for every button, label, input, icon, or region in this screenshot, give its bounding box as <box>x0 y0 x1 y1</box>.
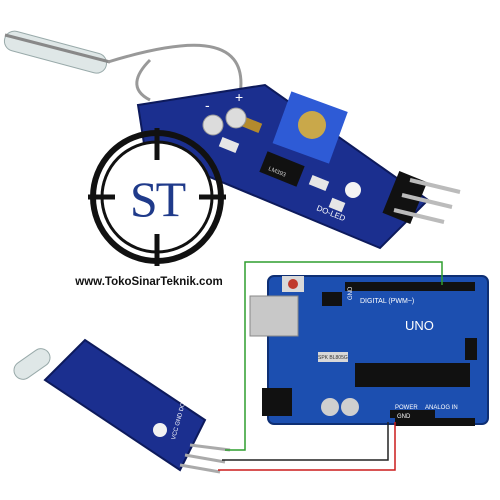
usb-port <box>249 295 299 337</box>
arduino-chip-label: SPK BL805G <box>318 355 348 361</box>
sensor-module-small <box>13 338 231 474</box>
sensor-module-top <box>136 83 461 250</box>
atmega-chip <box>355 363 470 387</box>
reed-switch-small <box>13 348 51 380</box>
module-polarity-plus: + <box>235 89 243 105</box>
arduino-uno-label: UNO <box>405 318 434 333</box>
arduino-board <box>249 275 489 426</box>
wire-green <box>225 261 443 451</box>
arduino-analog-label: ANALOG IN <box>425 405 458 411</box>
arduino-digital-label: DIGITAL (PWM~) <box>360 298 414 305</box>
module-polarity-minus: - <box>205 97 210 113</box>
wire-red <box>218 422 396 471</box>
crystal <box>318 352 348 362</box>
logo-letters: ST <box>129 171 186 227</box>
digital-header <box>345 282 475 291</box>
arduino-gnd-top-label: GND <box>348 286 354 300</box>
watermark-site-url: www.TokoSinarTeknik.com <box>75 276 223 288</box>
logo-crosshair-icon <box>88 128 226 266</box>
potentiometer-knob <box>298 111 326 139</box>
arduino-gnd-bottom-label: GND <box>397 414 411 420</box>
arduino-power-label: POWER <box>395 405 418 411</box>
power-jack <box>262 388 292 416</box>
wire-black <box>222 422 389 461</box>
wires <box>218 261 443 471</box>
ic-chip <box>259 151 305 187</box>
